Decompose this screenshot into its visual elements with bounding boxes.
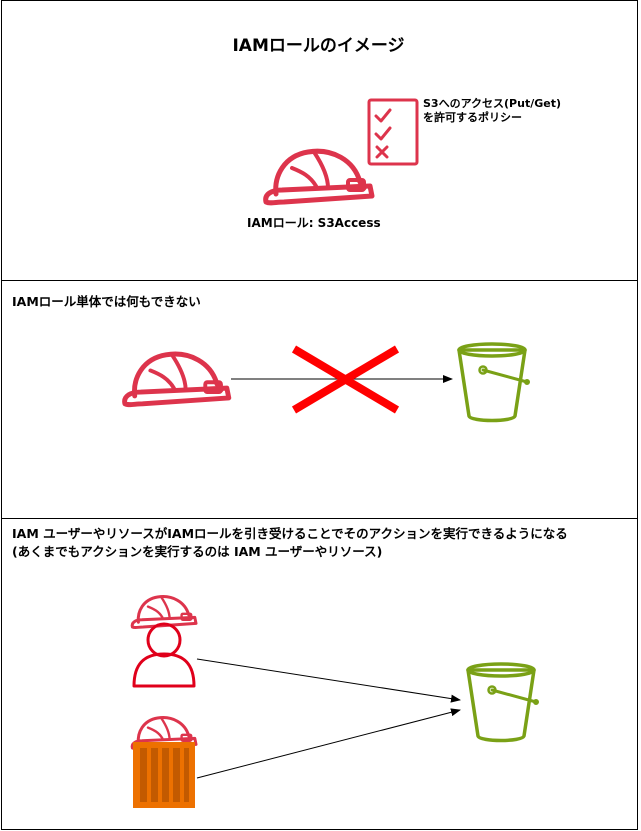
ec2-instance-icon bbox=[133, 742, 195, 808]
section2-label: IAMロール単体では何もできない bbox=[12, 294, 201, 309]
connector-arrow bbox=[196, 658, 461, 703]
helmet-icon bbox=[125, 354, 229, 405]
policy-note: S3へのアクセス(Put/Get) を許可するポリシー bbox=[423, 97, 561, 125]
connector-arrow bbox=[196, 708, 461, 779]
policy-note-line2: を許可するポリシー bbox=[423, 111, 522, 124]
page-title: IAMロールのイメージ bbox=[232, 36, 405, 56]
cross-icon bbox=[291, 345, 400, 414]
s3-bucket-icon bbox=[466, 662, 540, 743]
helmet-icon bbox=[266, 151, 372, 203]
policy-note-line1: S3へのアクセス(Put/Get) bbox=[423, 97, 561, 110]
s3-bucket-icon bbox=[457, 342, 531, 423]
user-icon bbox=[132, 622, 196, 688]
role-label: IAMロール: S3Access bbox=[247, 216, 381, 230]
panel-role-overview bbox=[1, 0, 638, 281]
checklist-icon bbox=[367, 98, 419, 166]
section3-line2: (あくまでもアクションを実行するのは IAM ユーザーやリソース) bbox=[12, 544, 383, 559]
section3-line1: IAM ユーザーやリソースがIAMロールを引き受けることでそのアクションを実行で… bbox=[12, 526, 568, 541]
